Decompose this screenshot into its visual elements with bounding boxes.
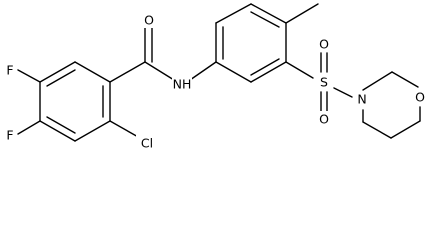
chlorine: Cl (136, 135, 158, 151)
bond (215, 3, 252, 24)
fluorine-upper: F (3, 62, 17, 78)
bond (390, 120, 421, 139)
bond (250, 3, 287, 24)
bond (189, 61, 217, 81)
bond (250, 61, 287, 83)
bond (250, 11, 280, 28)
atom-labels: O NH F F Cl S O O (3, 12, 427, 151)
bonds (17, 3, 421, 142)
bond (144, 61, 175, 81)
chemical-structure: O NH F F Cl S O O (3, 3, 427, 151)
bond (39, 120, 76, 142)
amide-nitrogen: NH (172, 76, 192, 92)
sulfur: S (317, 74, 331, 90)
bond (46, 116, 76, 134)
sulfonyl-oxygen-top: O (317, 36, 331, 52)
svg-text:O: O (144, 13, 154, 28)
svg-text:N: N (357, 92, 366, 107)
bond (215, 61, 252, 83)
bond (17, 69, 41, 83)
bond (285, 61, 314, 79)
svg-text:F: F (6, 63, 13, 78)
bond (39, 61, 76, 83)
svg-text:S: S (320, 75, 328, 90)
carbonyl-oxygen: O (142, 12, 156, 28)
morpholine-nitrogen: N (354, 91, 370, 107)
bond (74, 61, 111, 83)
svg-text:O: O (319, 37, 329, 52)
svg-text:O: O (319, 112, 329, 127)
bond (74, 120, 111, 142)
bond (391, 71, 419, 88)
bond (362, 121, 392, 139)
bond (109, 61, 146, 83)
svg-text:F: F (6, 128, 13, 143)
morpholine-oxygen: O (413, 89, 427, 105)
bond (250, 58, 280, 76)
bond (109, 120, 141, 139)
bond (46, 69, 76, 87)
sulfonyl-oxygen-bottom: O (317, 111, 331, 127)
bond (285, 3, 319, 24)
svg-text:NH: NH (173, 77, 192, 92)
svg-text:O: O (415, 90, 425, 105)
fluorine-lower: F (3, 127, 17, 143)
bond (362, 71, 393, 91)
svg-text:Cl: Cl (141, 136, 153, 151)
bond (17, 120, 41, 135)
bond (333, 87, 353, 98)
